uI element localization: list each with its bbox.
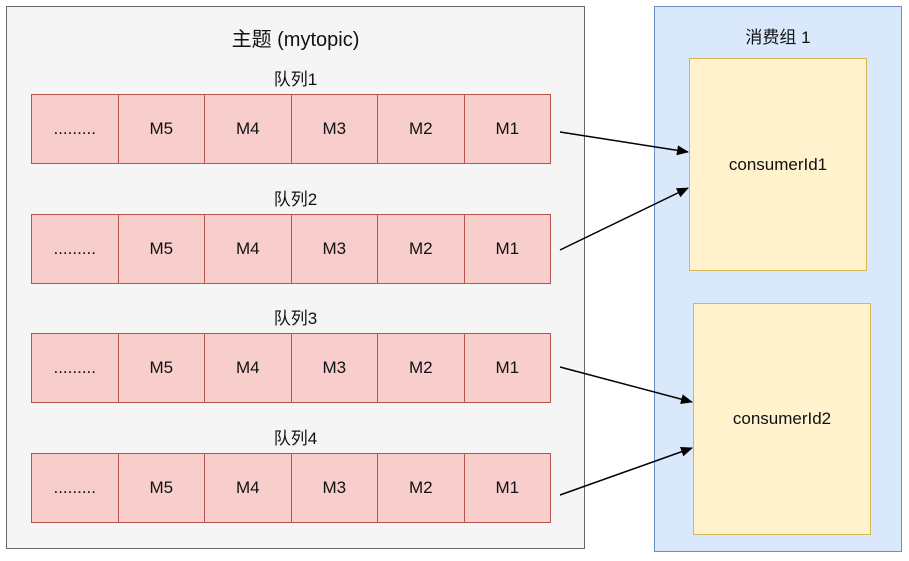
queue-2: ......... M5 M4 M3 M2 M1 xyxy=(31,214,551,284)
consumer-2-box: consumerId2 xyxy=(693,303,871,535)
queue-cell-ellipsis: ......... xyxy=(31,453,119,523)
queue-cell-message: M5 xyxy=(117,94,205,164)
queue-cell-message: M1 xyxy=(463,453,551,523)
queue-3-label: 队列3 xyxy=(273,309,318,328)
queue-cell-message: M1 xyxy=(463,333,551,403)
queue-cell-message: M1 xyxy=(463,94,551,164)
queue-1-label: 队列1 xyxy=(273,70,318,89)
queue-cell-message: M2 xyxy=(377,214,465,284)
queue-cell-message: M3 xyxy=(290,94,378,164)
queue-cell-message: M1 xyxy=(463,214,551,284)
queue-cell-message: M2 xyxy=(377,453,465,523)
queue-cell-message: M2 xyxy=(377,333,465,403)
queue-cell-ellipsis: ......... xyxy=(31,214,119,284)
consumer-group-title: 消费组 1 xyxy=(745,28,811,47)
queue-4: ......... M5 M4 M3 M2 M1 xyxy=(31,453,551,523)
arrow-queue4-to-consumer2 xyxy=(559,446,693,496)
consumer-group-container: 消费组 1 consumerId1 consumerId2 xyxy=(654,6,902,552)
queue-2-label: 队列2 xyxy=(273,190,318,209)
queue-cell-message: M5 xyxy=(117,453,205,523)
consumer-2-label: consumerId2 xyxy=(732,409,832,428)
queue-cell-message: M4 xyxy=(204,94,292,164)
queue-cell-message: M3 xyxy=(290,214,378,284)
queue-cell-message: M4 xyxy=(204,453,292,523)
queue-cell-message: M2 xyxy=(377,94,465,164)
arrow-queue2-to-consumer1 xyxy=(559,187,689,251)
queue-cell-message: M4 xyxy=(204,214,292,284)
queue-cell-message: M4 xyxy=(204,333,292,403)
topic-container: 主题 (mytopic) 队列1 ......... M5 M4 M3 M2 M… xyxy=(6,6,585,549)
consumer-1-box: consumerId1 xyxy=(689,58,867,271)
arrow-queue1-to-consumer1 xyxy=(559,131,689,156)
queue-cell-message: M5 xyxy=(117,214,205,284)
queue-cell-ellipsis: ......... xyxy=(31,333,119,403)
queue-4-label: 队列4 xyxy=(273,429,318,448)
topic-title: 主题 (mytopic) xyxy=(231,29,360,51)
arrow-queue3-to-consumer2 xyxy=(559,366,693,405)
queue-1: ......... M5 M4 M3 M2 M1 xyxy=(31,94,551,164)
queue-cell-message: M5 xyxy=(117,333,205,403)
consumer-1-label: consumerId1 xyxy=(728,154,828,174)
queue-3: ......... M5 M4 M3 M2 M1 xyxy=(31,333,551,403)
